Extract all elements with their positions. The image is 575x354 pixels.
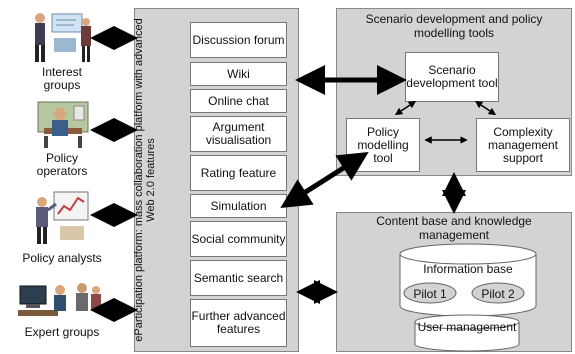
scenario-panel-title: Scenario development and policy modellin… (365, 12, 543, 40)
scenario-development-tool-box: Scenario development tool (405, 52, 499, 102)
feature-argument-visualisation: Argument visualisation (190, 116, 287, 152)
information-base-label: Information base (423, 262, 513, 276)
feature-simulation: Simulation (190, 194, 287, 218)
interest-groups-figure-icon (35, 13, 91, 62)
pilot-1-label: Pilot 1 (413, 287, 447, 301)
actor-label-policy-operators: Policy operators (36, 151, 88, 178)
feature-wiki: Wiki (190, 62, 287, 86)
feature-online-chat: Online chat (190, 89, 287, 113)
pilot-2-label: Pilot 2 (481, 287, 515, 301)
content-panel-title: Content base and knowledge management (376, 214, 532, 242)
feature-semantic-search: Semantic search (190, 260, 287, 296)
feature-rating: Rating feature (190, 155, 287, 191)
complexity-management-box: Complexity management support (476, 118, 570, 172)
policy-operators-figure-icon (37, 101, 89, 148)
actor-label-policy-analysts: Policy analysts (22, 251, 102, 265)
arrow-scenario-complexity-small (474, 100, 497, 116)
actor-label-interest-groups: Interest groups (41, 65, 83, 92)
arrow-simulation-policy (280, 151, 369, 209)
feature-social-community: Social community (190, 221, 287, 257)
actor-label-expert-groups: Expert groups (24, 325, 100, 339)
pilot-1-ellipse (403, 282, 457, 304)
feature-discussion-forum: Discussion forum (190, 22, 287, 58)
policy-analysts-figure-icon (36, 191, 89, 244)
feature-further-advanced: Further advanced features (190, 299, 287, 347)
user-management-label: User management (417, 320, 517, 334)
arrow-scenario-policy-small (394, 100, 417, 116)
pilot-2-ellipse (471, 282, 525, 304)
user-management-cylinder-icon (414, 314, 520, 352)
